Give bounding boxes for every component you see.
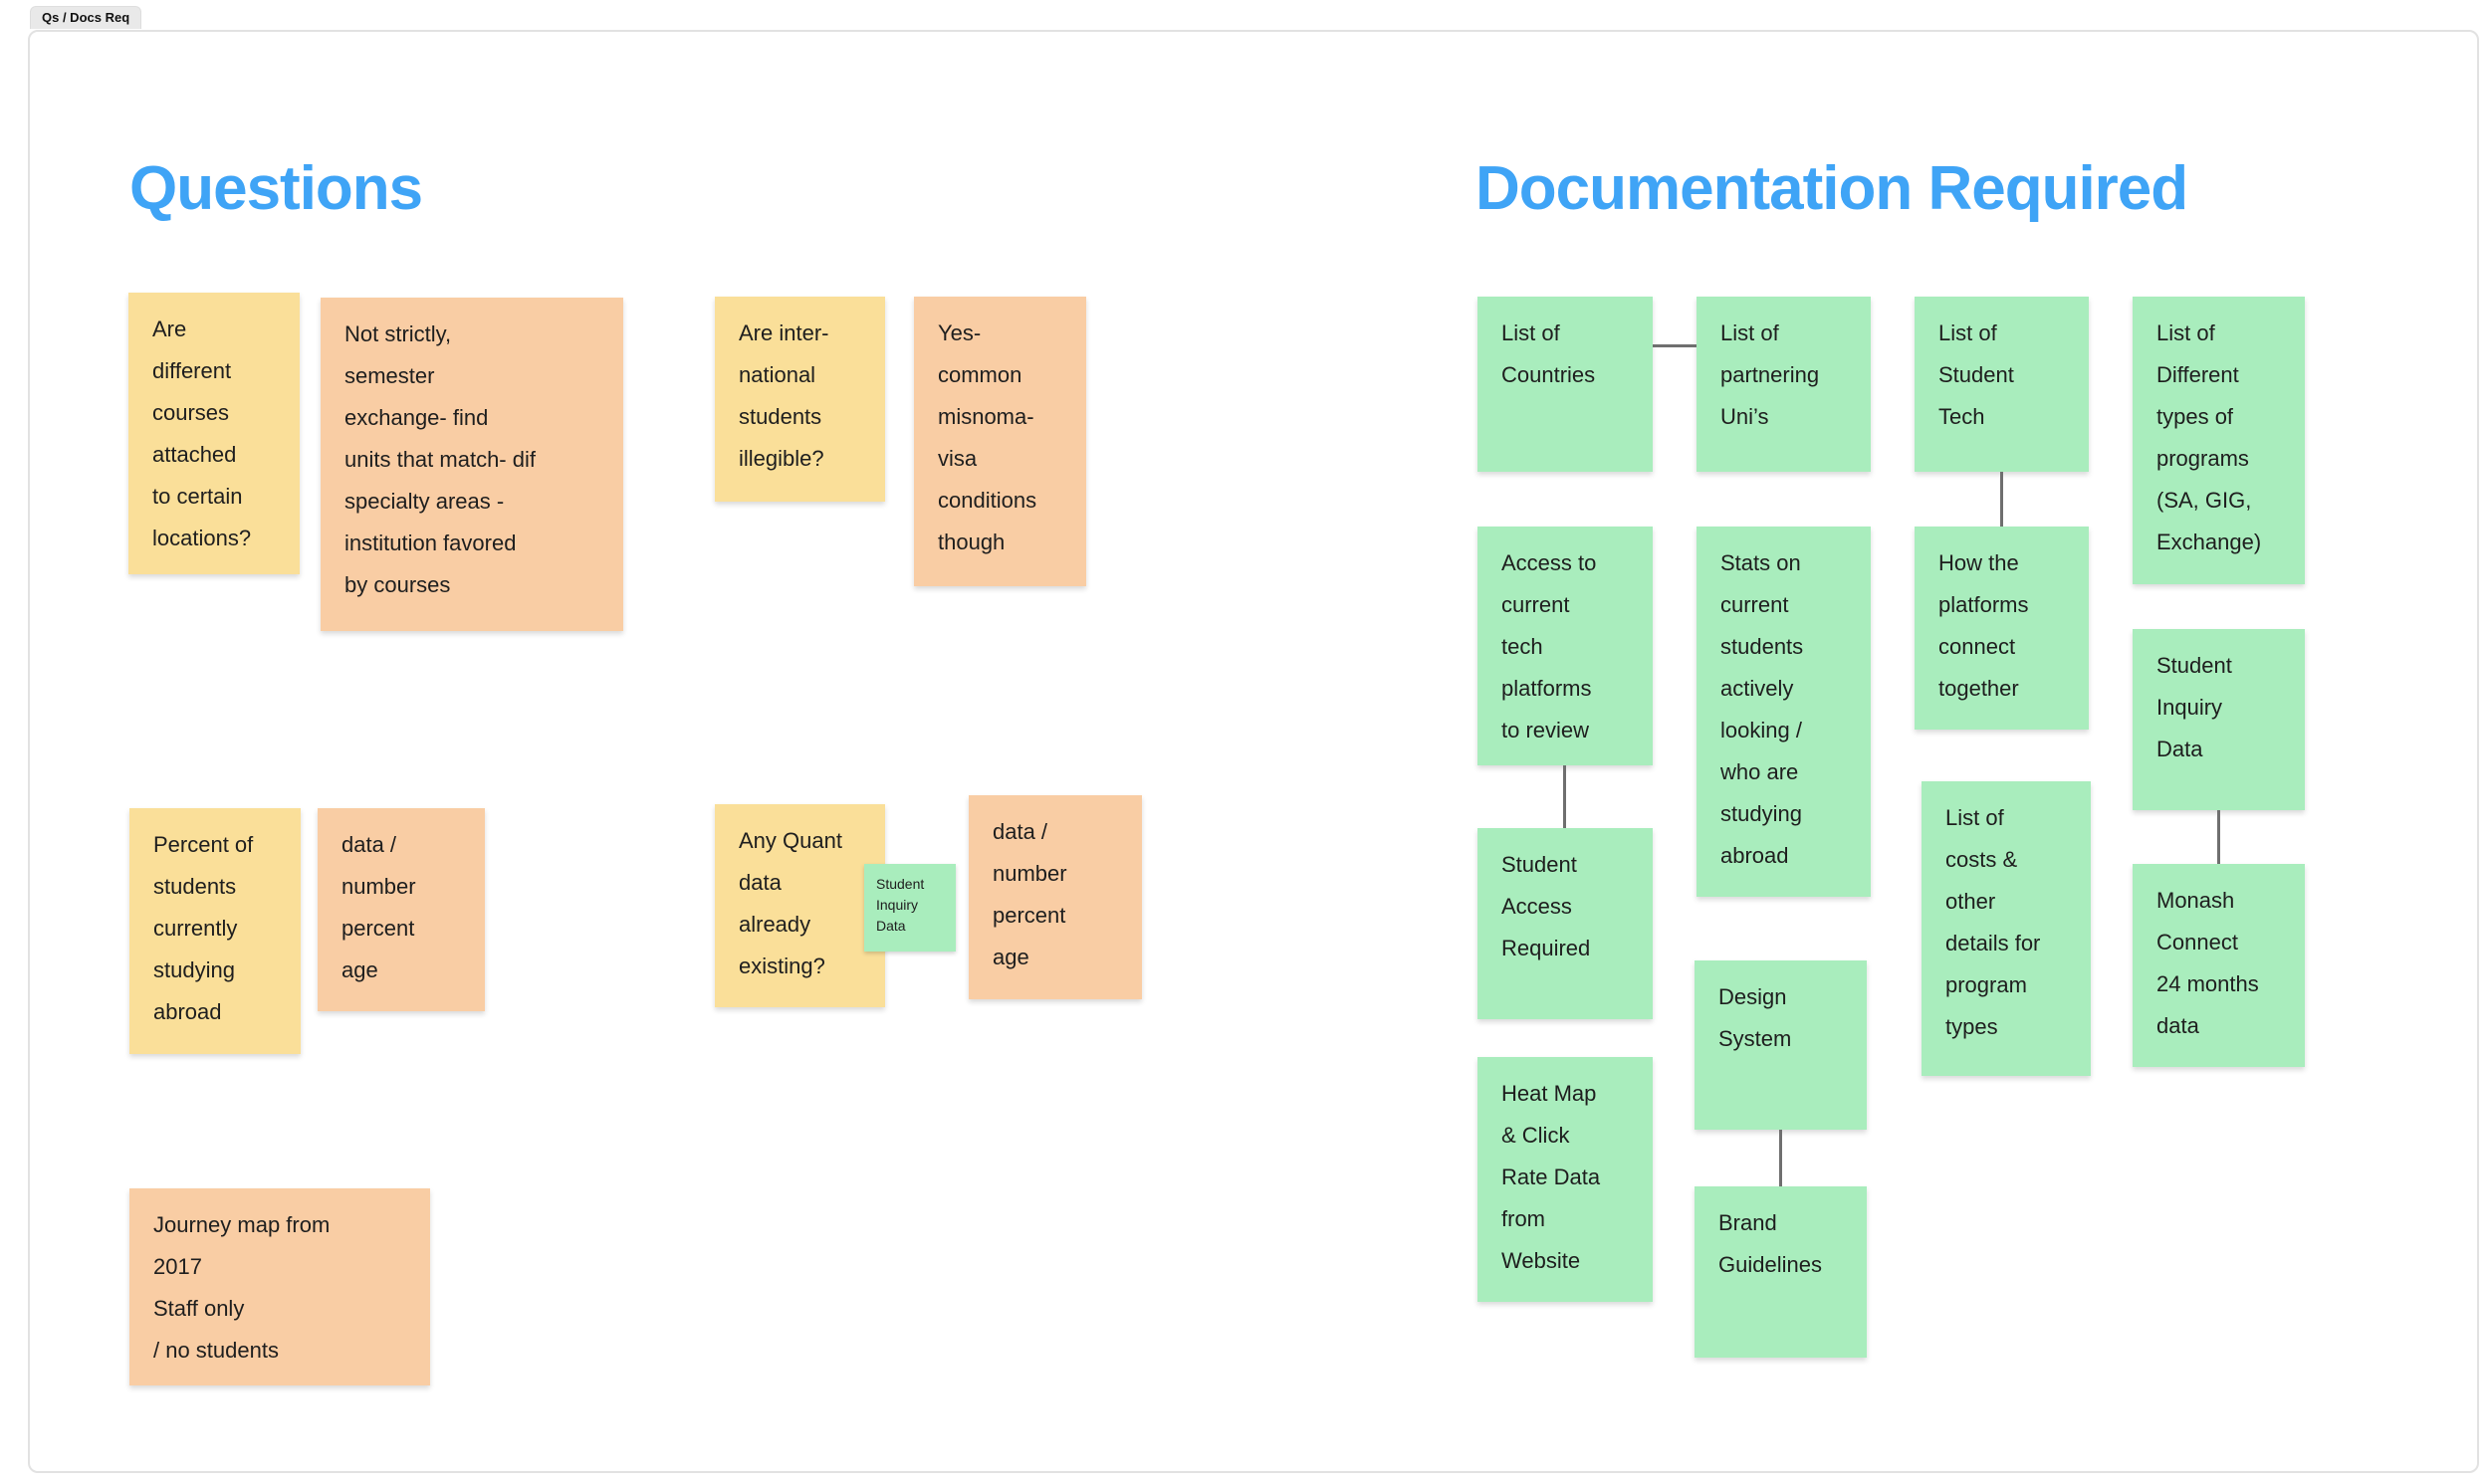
- sticky-note-q8[interactable]: Student Inquiry Data: [864, 864, 956, 952]
- sticky-note-d1[interactable]: List of Countries: [1477, 297, 1653, 472]
- documentation-title[interactable]: Documentation Required: [1475, 154, 2188, 223]
- sticky-note-q2[interactable]: Not strictly, semester exchange- find un…: [321, 298, 623, 631]
- sticky-note-q5[interactable]: Percent of students currently studying a…: [129, 808, 301, 1054]
- sticky-note-q1[interactable]: Are different courses attached to certai…: [128, 293, 300, 574]
- connector-accesstech-studentaccess: [1563, 765, 1566, 828]
- sticky-note-d2[interactable]: List of partnering Uni’s: [1697, 297, 1871, 472]
- connector-studenttech-platformsconnect: [2000, 472, 2003, 527]
- sticky-note-q3[interactable]: Are inter- national students illegible?: [715, 297, 885, 502]
- sticky-note-d12[interactable]: Design System: [1695, 960, 1867, 1130]
- sticky-note-d11[interactable]: Heat Map & Click Rate Data from Website: [1477, 1057, 1653, 1302]
- sticky-note-d10[interactable]: Student Inquiry Data: [2133, 629, 2305, 810]
- sticky-note-d6[interactable]: Stats on current students actively looki…: [1697, 527, 1871, 897]
- sticky-note-d14[interactable]: Monash Connect 24 months data: [2133, 864, 2305, 1067]
- sticky-note-d8[interactable]: Student Access Required: [1477, 828, 1653, 1019]
- sticky-note-d7[interactable]: How the platforms connect together: [1915, 527, 2089, 730]
- sticky-note-d3[interactable]: List of Student Tech: [1915, 297, 2089, 472]
- sticky-note-q9[interactable]: data / number percent age: [969, 795, 1142, 999]
- sticky-note-q6[interactable]: data / number percent age: [318, 808, 485, 1011]
- board-section-tab[interactable]: Qs / Docs Req: [30, 6, 142, 29]
- sticky-note-q10[interactable]: Journey map from 2017 Staff only / no st…: [129, 1188, 430, 1385]
- connector-designsystem-brandguidelines: [1779, 1130, 1782, 1186]
- sticky-note-q4[interactable]: Yes- common misnoma- visa conditions tho…: [914, 297, 1086, 586]
- connector-inquirydata-monashconnect: [2217, 810, 2220, 864]
- sticky-note-d13[interactable]: Brand Guidelines: [1695, 1186, 1867, 1358]
- sticky-note-d5[interactable]: Access to current tech platforms to revi…: [1477, 527, 1653, 765]
- questions-title[interactable]: Questions: [129, 154, 423, 223]
- connector-countries-partnering-unis: [1653, 344, 1697, 347]
- sticky-note-q7[interactable]: Any Quant data already existing?: [715, 804, 885, 1007]
- board-frame: Questions Documentation Required Are dif…: [28, 30, 2479, 1473]
- sticky-note-d4[interactable]: List of Different types of programs (SA,…: [2133, 297, 2305, 584]
- sticky-note-d9[interactable]: List of costs & other details for progra…: [1922, 781, 2091, 1076]
